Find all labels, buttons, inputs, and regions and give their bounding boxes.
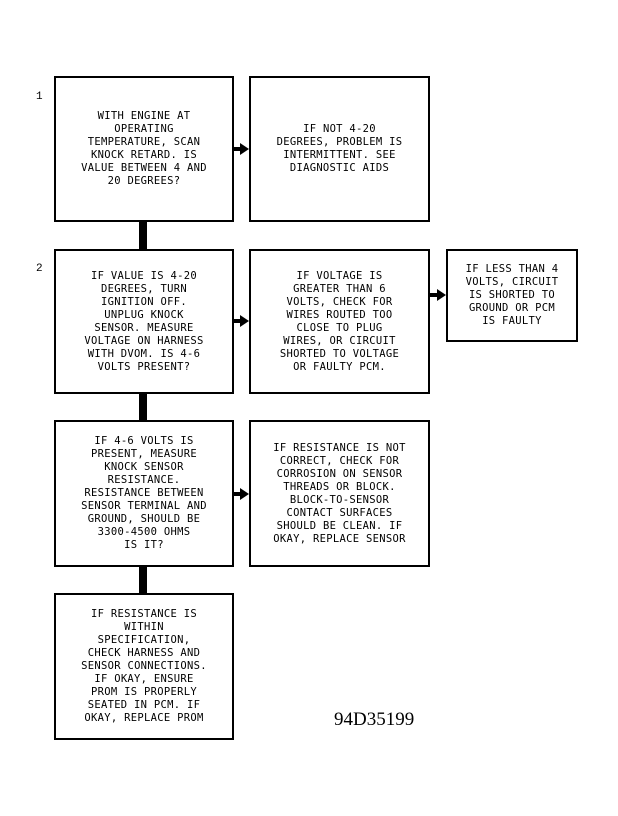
arrow-shaft-row2 [234, 319, 240, 323]
flow-box-voltage-check: IF VALUE IS 4-20 DEGREES, TURN IGNITION … [54, 249, 234, 394]
flow-box-knock-retard-check: WITH ENGINE AT OPERATING TEMPERATURE, SC… [54, 76, 234, 222]
connector-row3-to-row4 [139, 567, 147, 593]
arrow-shaft-row3 [234, 492, 240, 496]
arrowhead-row2 [240, 315, 249, 327]
arrow-shaft-row1 [234, 147, 240, 151]
flow-box-resistance-check: IF 4-6 VOLTS IS PRESENT, MEASURE KNOCK S… [54, 420, 234, 567]
arrowhead-row3 [240, 488, 249, 500]
flow-box-voltage-low: IF LESS THAN 4 VOLTS, CIRCUIT IS SHORTED… [446, 249, 578, 342]
arrow-shaft-row2-far [430, 293, 437, 297]
step-number-2: 2 [36, 263, 43, 275]
flow-box-voltage-high: IF VOLTAGE IS GREATER THAN 6 VOLTS, CHEC… [249, 249, 430, 394]
flow-box-resistance-incorrect: IF RESISTANCE IS NOT CORRECT, CHECK FOR … [249, 420, 430, 567]
flow-box-replace-prom: IF RESISTANCE IS WITHIN SPECIFICATION, C… [54, 593, 234, 740]
arrowhead-row2-far [437, 289, 446, 301]
step-number-1: 1 [36, 91, 43, 103]
arrowhead-row1 [240, 143, 249, 155]
connector-row1-to-row2 [139, 222, 147, 249]
flow-box-intermittent: IF NOT 4-20 DEGREES, PROBLEM IS INTERMIT… [249, 76, 430, 222]
connector-row2-to-row3 [139, 394, 147, 420]
figure-id: 94D35199 [334, 709, 415, 730]
